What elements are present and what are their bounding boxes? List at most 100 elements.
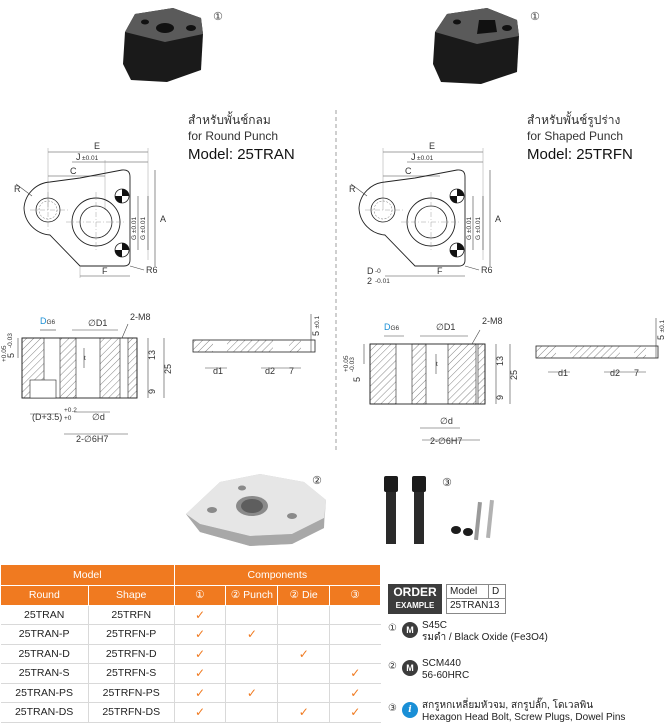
dim-5-tol-b: -0.03 xyxy=(7,333,14,348)
dim-g2-right: G ±0.01 xyxy=(466,217,473,240)
cell-component-1 xyxy=(225,663,279,684)
dim-d-small: ∅d xyxy=(92,412,105,422)
th-part3: ③ xyxy=(329,585,381,606)
dim-a: A xyxy=(160,214,166,224)
dim-2m8: 2-M8 xyxy=(130,312,151,322)
dim-d-tol1: -0 xyxy=(375,268,381,275)
cell-component-1 xyxy=(225,702,279,723)
cell-component-0: ✓ xyxy=(174,605,227,625)
right-model: Model: 25TRFN xyxy=(527,146,633,163)
dim-5-tol-a: +0.05 xyxy=(1,345,8,362)
right-title-english: for Shaped Punch xyxy=(527,129,624,143)
cell-round-model: 25TRAN-P xyxy=(0,624,89,645)
check-icon: ✓ xyxy=(194,607,206,622)
dim-d-right: D xyxy=(367,266,374,276)
dim-d35: (D+3.5) xyxy=(32,412,62,422)
dim-g1-right: G ±0.01 xyxy=(475,217,482,240)
dim-plate-5: 5 ±0.1 xyxy=(311,315,321,336)
cell-component-1: ✓ xyxy=(225,683,279,703)
cell-component-3 xyxy=(329,624,381,645)
cell-component-2 xyxy=(277,605,331,625)
material-line2: รมดำ / Black Oxide (Fe3O4) xyxy=(422,632,548,643)
material-number: ③ xyxy=(388,703,397,714)
dim-d2: d2 xyxy=(265,366,275,376)
table-group-components: Components xyxy=(173,565,382,586)
dim-plate-5-right: 5 ±0.1 xyxy=(656,319,666,340)
cell-component-3: ✓ xyxy=(329,702,381,723)
dim-5-tol-b-right: -0.03 xyxy=(349,357,356,372)
cell-round-model: 25TRAN-PS xyxy=(0,683,89,703)
info-icon: i xyxy=(402,702,418,718)
cell-round-model: 25TRAN-D xyxy=(0,644,89,664)
dim-d1: ∅D1 xyxy=(88,318,107,328)
cell-component-0: ✓ xyxy=(174,683,227,703)
cell-component-2 xyxy=(277,624,331,645)
dim-f-right: F xyxy=(437,266,443,276)
cell-shape-model: 25TRFN xyxy=(88,605,175,625)
check-icon: ✓ xyxy=(298,646,309,661)
right-section-view-drawing: DG6 ∅D1 2-M8 t 13 25 9 5 +0.05 -0.03 ∅d … xyxy=(343,316,519,446)
cell-round-model: 25TRAN xyxy=(0,605,89,625)
part1-marker-left: ① xyxy=(213,10,223,23)
dim-6h7: 2-∅6H7 xyxy=(76,434,108,444)
dim-dg6-right: DG6 xyxy=(384,322,400,332)
cell-shape-model: 25TRFN-P xyxy=(88,624,175,645)
dim-7-right: 7 xyxy=(634,368,639,378)
material-number: ② xyxy=(388,661,397,672)
check-icon: ✓ xyxy=(194,705,206,720)
material-line1: สกรูหกเหลี่ยมหัวจม, สกรูปลั๊ก, โดเวลพิน xyxy=(422,700,594,711)
dim-g2: G ±0.01 xyxy=(131,217,138,240)
right-top-view-drawing: E J ±0.01 C R A G ±0.01 G ±0.01 D -0 2 -… xyxy=(349,141,501,286)
left-title-thai: สำหรับพั้นช์กลม xyxy=(188,113,271,127)
dim-j-right: J xyxy=(411,152,416,162)
th-shape: Shape xyxy=(87,585,175,606)
check-icon: ✓ xyxy=(194,627,206,642)
dim-7: 7 xyxy=(289,366,294,376)
dim-6h7-right: 2-∅6H7 xyxy=(430,436,462,446)
part1-marker-right: ① xyxy=(530,10,540,23)
cell-component-3 xyxy=(329,605,381,625)
dim-9-right: 9 xyxy=(495,395,505,400)
th-die: ② Die xyxy=(277,585,331,606)
check-icon: ✓ xyxy=(350,666,361,681)
components-table: Model Components Round Shape ① ② Punch ②… xyxy=(0,565,382,723)
cell-component-3: ✓ xyxy=(329,663,381,684)
dim-j-tol-right: ±0.01 xyxy=(417,155,434,162)
th-round: Round xyxy=(0,585,89,606)
check-icon: ✓ xyxy=(194,646,206,661)
left-model: Model: 25TRAN xyxy=(188,146,295,163)
check-icon: ✓ xyxy=(246,685,257,700)
dim-13-right: 13 xyxy=(495,356,505,366)
check-icon: ✓ xyxy=(194,666,206,681)
dim-g1: G ±0.01 xyxy=(140,217,147,240)
cell-component-0: ✓ xyxy=(174,644,227,664)
check-icon: ✓ xyxy=(350,685,361,700)
cell-round-model: 25TRAN-S xyxy=(0,663,89,684)
cell-component-1: ✓ xyxy=(225,624,279,645)
cell-component-0: ✓ xyxy=(174,702,227,723)
center-divider xyxy=(335,110,337,450)
dim-25-right: 25 xyxy=(509,370,519,380)
dim-25: 25 xyxy=(163,364,173,374)
material-number: ① xyxy=(388,623,397,634)
left-title-english: for Round Punch xyxy=(188,129,279,143)
cell-shape-model: 25TRFN-S xyxy=(88,663,175,684)
dim-9: 9 xyxy=(147,389,157,394)
dim-2m8-right: 2-M8 xyxy=(482,316,503,326)
dim-5-right: 5 xyxy=(352,377,362,382)
cell-component-2 xyxy=(277,663,331,684)
material-line1: SCM440 xyxy=(422,658,461,669)
order-example-label: ORDER EXAMPLE xyxy=(388,584,442,614)
plate-photo xyxy=(186,474,326,546)
dim-j-tol: ±0.01 xyxy=(82,155,99,162)
dim-c-right: C xyxy=(405,166,412,176)
dim-d-two: 2 xyxy=(367,276,372,286)
table-group-model: Model xyxy=(0,565,175,586)
material-icon: M xyxy=(402,660,418,676)
right-title-thai: สำหรับพั้นช์รูปร่าง xyxy=(527,113,621,127)
dim-13: 13 xyxy=(147,350,157,360)
left-plate-side-drawing: d1 d2 7 5 ±0.1 xyxy=(192,314,321,376)
